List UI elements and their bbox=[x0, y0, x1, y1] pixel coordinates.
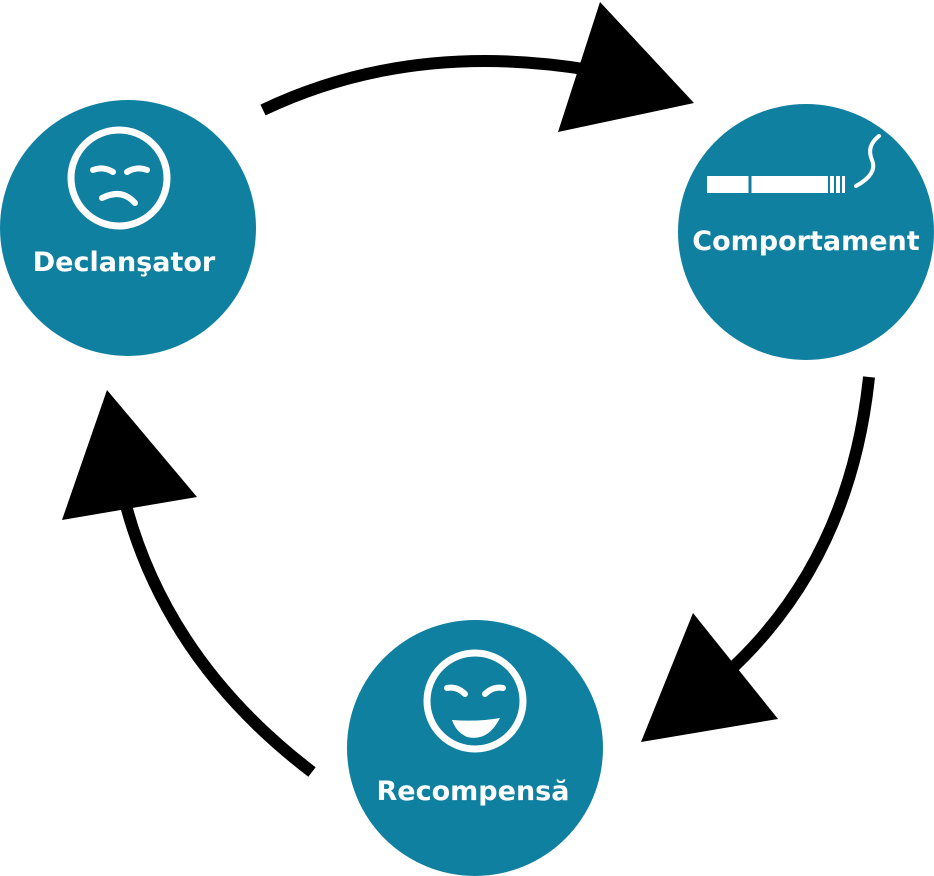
arrowhead bbox=[641, 613, 778, 742]
arrow-shaft bbox=[118, 496, 316, 777]
arrowhead bbox=[558, 2, 694, 132]
arrow-behavior-to-reward bbox=[641, 376, 875, 742]
grin-face-icon bbox=[423, 649, 527, 753]
node-circle bbox=[678, 104, 934, 360]
node-trigger: Declanşator bbox=[0, 100, 256, 356]
node-behavior: Comportament bbox=[678, 104, 934, 360]
arrow-reward-to-trigger bbox=[62, 390, 316, 777]
arrow-trigger-to-behavior bbox=[260, 2, 694, 132]
node-label-trigger: Declanşator bbox=[33, 247, 216, 278]
node-reward: Recompensă bbox=[347, 620, 603, 876]
sad-face-icon bbox=[67, 126, 171, 230]
arrow-shaft bbox=[260, 55, 591, 116]
node-label-behavior: Comportament bbox=[692, 226, 919, 257]
cigarette-icon bbox=[707, 134, 881, 193]
node-label-reward: Recompensă bbox=[377, 776, 570, 807]
arrowhead bbox=[62, 390, 197, 520]
arrow-shaft bbox=[723, 376, 875, 677]
